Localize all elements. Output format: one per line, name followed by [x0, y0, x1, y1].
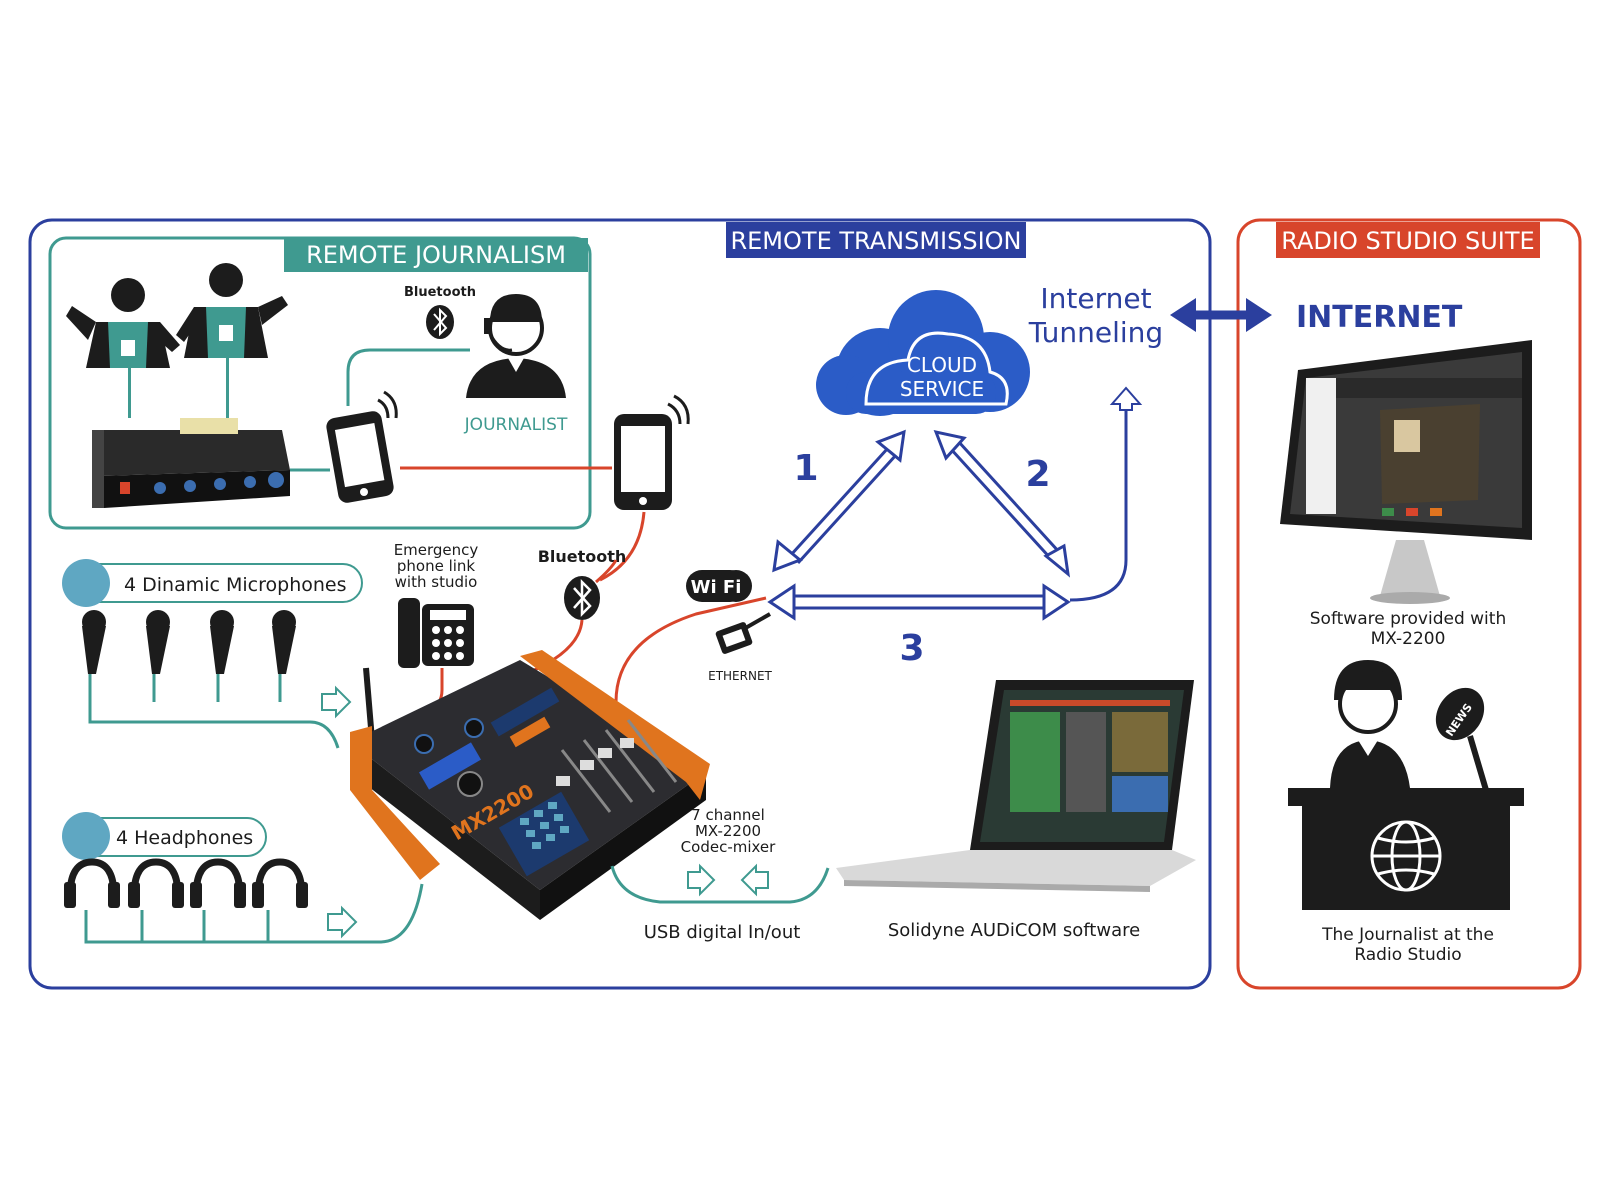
software-label-1: Software provided with [1310, 609, 1506, 629]
usb-label: USB digital In/out [644, 922, 801, 943]
cloud-service-icon [816, 290, 1030, 416]
news-microphone-icon [1435, 687, 1489, 791]
codec-label-3: Codec-mixer [681, 838, 776, 856]
emergency-label-1: Emergency [394, 541, 479, 559]
codec-label-2: MX-2200 [695, 822, 761, 840]
mx2200-mixer-device [350, 650, 710, 920]
journalist-label: JOURNALIST [464, 415, 568, 435]
journalist-figure-2 [176, 263, 288, 418]
path-1-number: 1 [793, 448, 818, 489]
bluetooth-icon-mid [564, 576, 600, 620]
path-2-arrow [933, 429, 1071, 578]
studio-journalist-icon [1330, 660, 1410, 788]
microphones-label: 4 Dinamic Microphones [124, 574, 347, 596]
headphone-icon-1 [66, 858, 118, 897]
emergency-label-2: phone link [397, 557, 476, 575]
smartphone-1-icon [326, 390, 398, 503]
remote-transmission-frame [28, 218, 1212, 990]
headphones-arrow-icon [327, 905, 358, 939]
path-3-number: 3 [899, 628, 924, 669]
ethernet-label: ETHERNET [708, 669, 772, 683]
radio-studio-title: RADIO STUDIO SUITE [1281, 227, 1534, 255]
headphones-pill [62, 812, 267, 860]
usb-in-arrow-icon [740, 863, 769, 897]
bluetooth-icon-top [426, 305, 454, 339]
path-3-arrow [767, 583, 1071, 621]
bluetooth-mid-label: Bluetooth [538, 547, 627, 566]
internet-label: INTERNET [1296, 300, 1463, 335]
ethernet-icon [715, 612, 771, 654]
studio-desk [1288, 788, 1524, 910]
smartphone-2-icon [614, 394, 690, 510]
radio-studio-frame [1236, 218, 1582, 990]
microphones-pill [62, 559, 363, 607]
internet-tunneling-label-2: Tunneling [1028, 316, 1163, 349]
remote-transmission-title: REMOTE TRANSMISSION [730, 227, 1021, 255]
path-1-arrow [772, 429, 906, 573]
audicom-label: Solidyne AUDiCOM software [888, 920, 1140, 941]
headset-journalist-icon [466, 294, 566, 398]
remote-journalism-header-bg [284, 238, 588, 272]
emergency-label-3: with studio [395, 573, 478, 591]
microphone-icon-4 [272, 610, 296, 702]
desk-phone-icon [398, 598, 474, 668]
studio-label-1: The Journalist at the [1321, 925, 1494, 945]
headphone-icon-2 [130, 858, 182, 897]
remote-journalism-title: REMOTE JOURNALISM [306, 241, 566, 269]
laptop-audicom-device [836, 680, 1196, 892]
cloud-label-1: CLOUD [907, 353, 977, 377]
microphone-icon-2 [146, 610, 170, 702]
journalist-figure-1 [66, 278, 180, 418]
internet-tunneling-label-1: Internet [1040, 282, 1151, 315]
headphone-icon-3 [192, 858, 244, 897]
software-label-2: MX-2200 [1371, 629, 1446, 649]
microphone-icon-1 [82, 610, 106, 702]
cloud-label-2: SERVICE [900, 377, 984, 401]
wifi-label: Wi Fi [691, 577, 742, 598]
wifi-icon [686, 570, 752, 602]
field-mixer-device [92, 418, 290, 508]
headphones-label: 4 Headphones [116, 827, 253, 849]
globe-icon [1370, 820, 1442, 892]
microphones-arrow-icon [321, 685, 352, 719]
microphone-icon-3 [210, 610, 234, 702]
bluetooth-top-label: Bluetooth [404, 285, 476, 300]
usb-out-arrow-icon [687, 863, 716, 897]
headphone-icon-4 [254, 858, 306, 897]
studio-monitor-device [1280, 340, 1532, 604]
studio-label-2: Radio Studio [1354, 945, 1461, 965]
internet-double-arrow [1170, 298, 1272, 332]
codec-label-1: 7 channel [691, 806, 765, 824]
path-2-number: 2 [1025, 454, 1050, 495]
radio-studio-header-bg [1276, 222, 1540, 258]
remote-transmission-header-bg [726, 222, 1026, 258]
